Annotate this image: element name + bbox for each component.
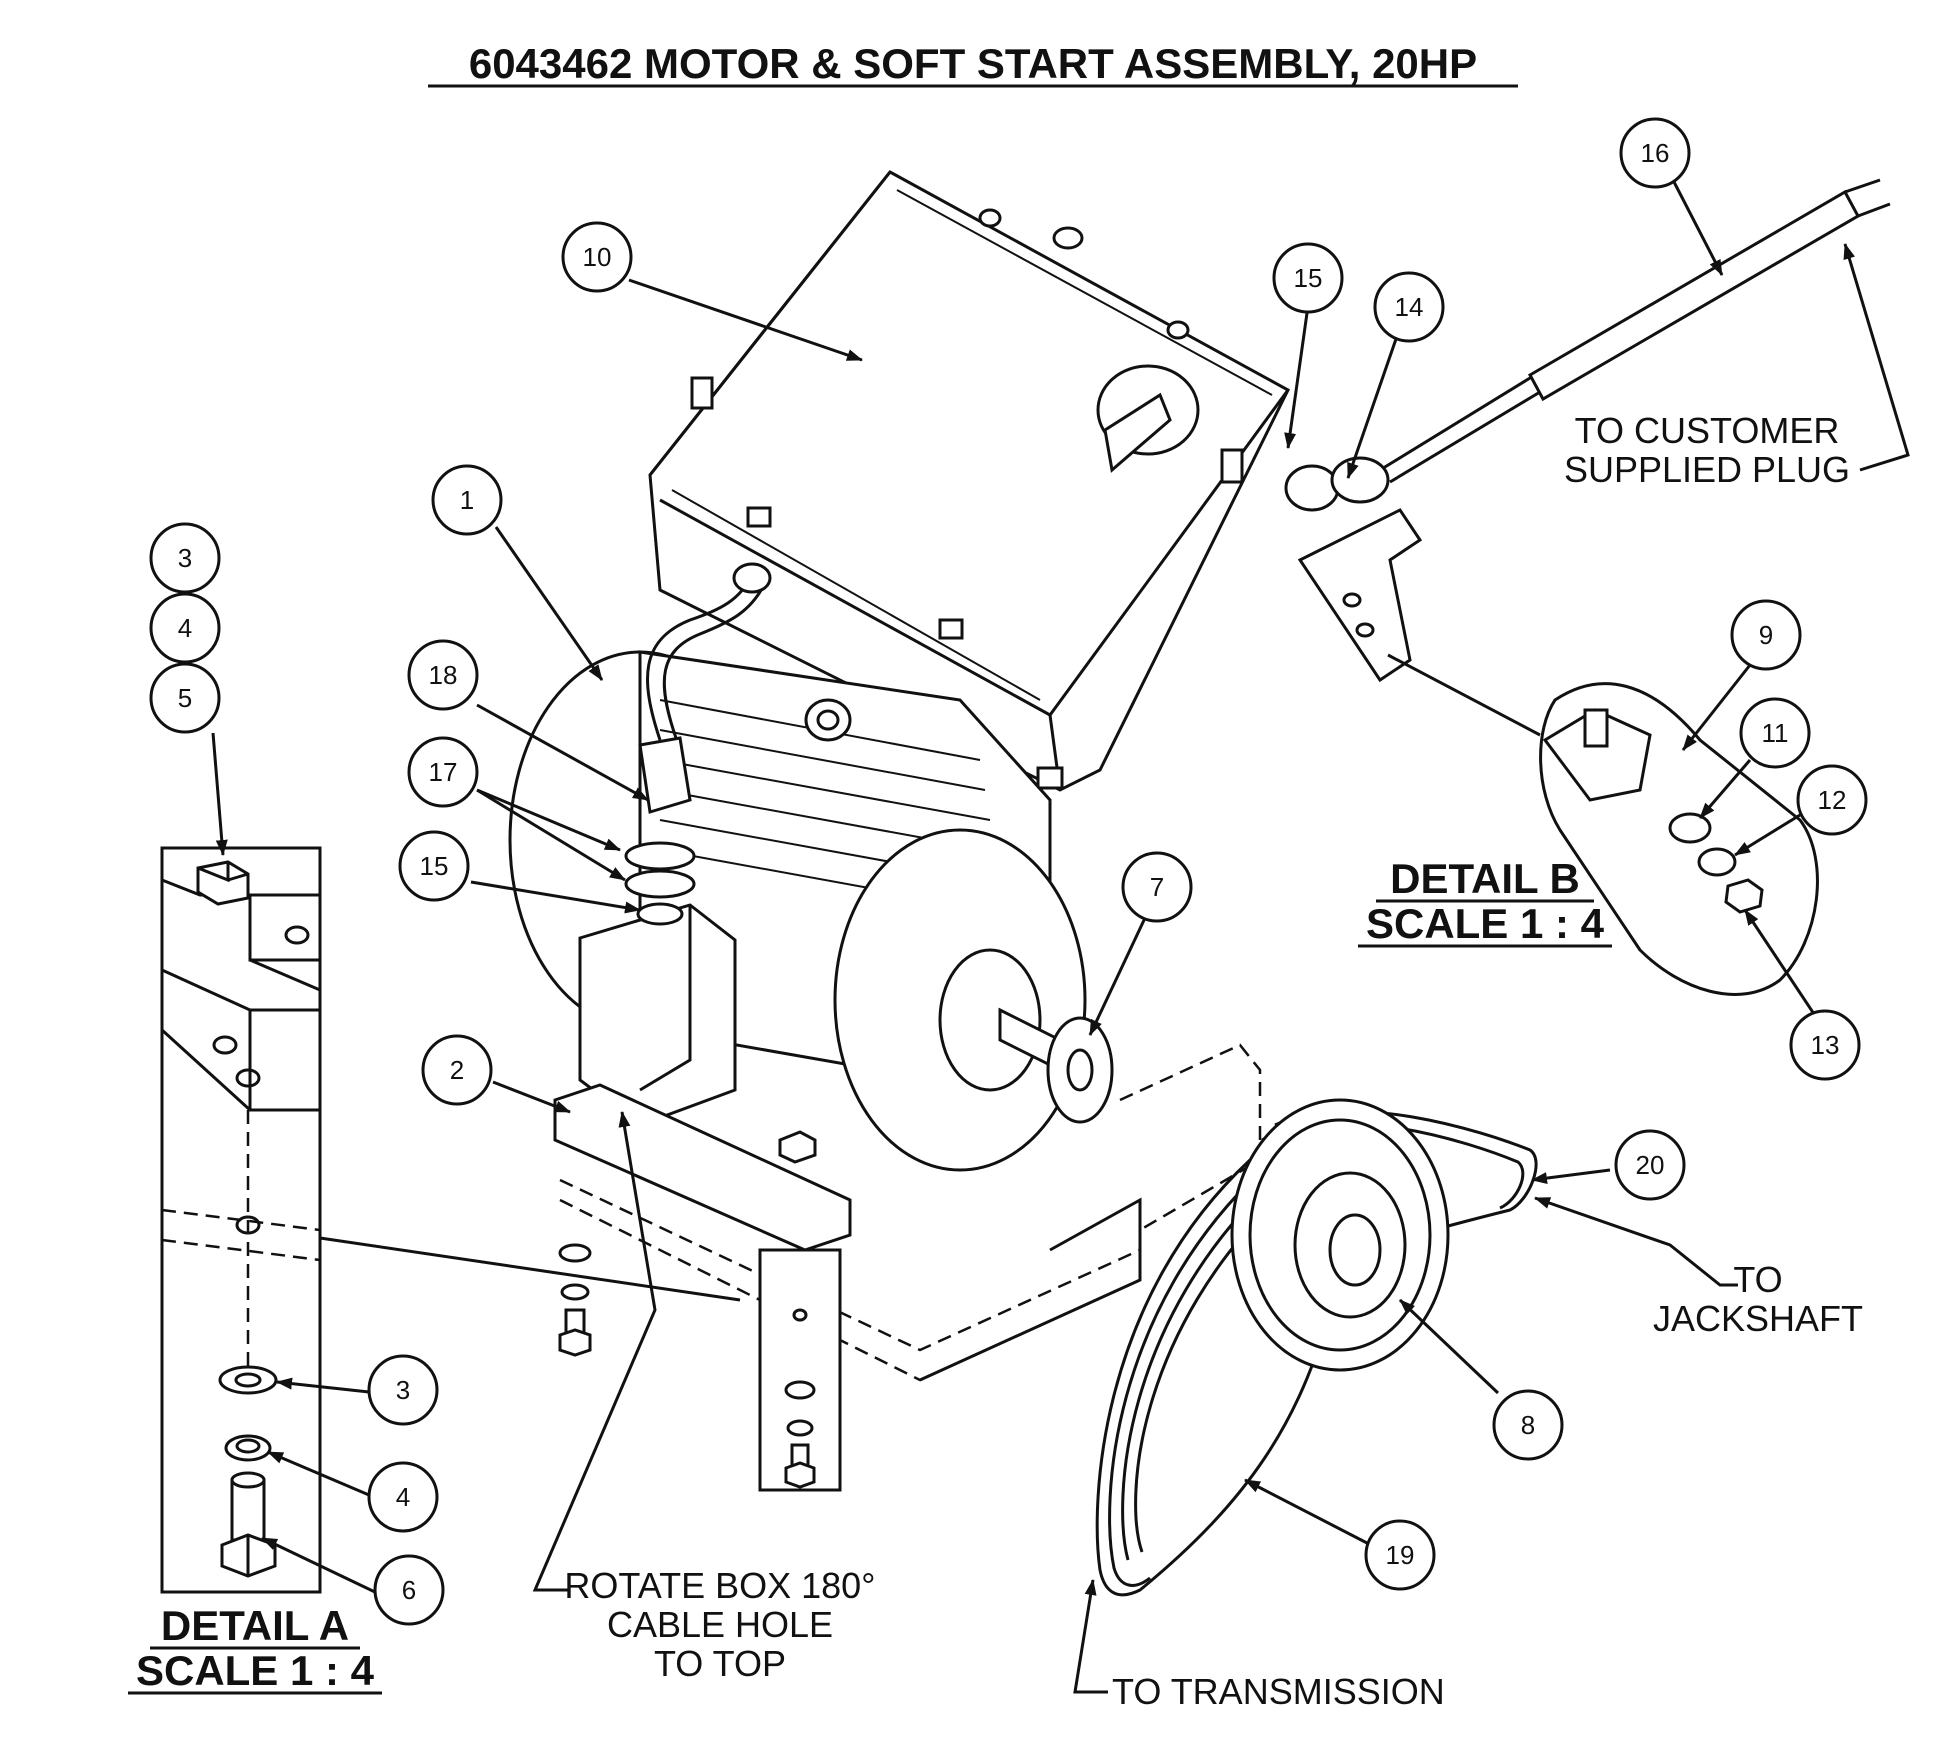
svg-text:5: 5 [178,683,192,713]
balloon-16: 16 [1619,117,1691,189]
note-customer-plug-line1: TO CUSTOMER [1575,410,1840,451]
svg-text:9: 9 [1759,620,1773,650]
detail-b-view [1387,653,1819,996]
balloon-5: 5 [149,662,221,734]
balloon-13: 13 [1789,1009,1861,1081]
svg-text:17: 17 [429,757,458,787]
svg-text:7: 7 [1150,872,1164,902]
balloon-3-top: 3 [149,522,221,594]
svg-text:3: 3 [396,1375,410,1405]
svg-text:18: 18 [429,660,458,690]
balloon-11: 11 [1739,697,1811,769]
detail-a-view [160,846,741,1594]
balloon-14: 14 [1373,271,1445,343]
balloon-12: 12 [1796,764,1868,836]
power-cable [1284,178,1891,683]
svg-text:3: 3 [178,543,192,573]
balloon-4-bottom: 4 [367,1461,439,1533]
svg-text:16: 16 [1641,138,1670,168]
balloon-8: 8 [1492,1389,1564,1461]
balloon-15-left: 15 [398,830,470,902]
svg-text:11: 11 [1762,718,1789,748]
note-rotate-line3: TO TOP [654,1643,786,1684]
balloon-17: 17 [407,736,479,808]
svg-text:8: 8 [1521,1410,1535,1440]
detail-a-scale: SCALE 1 : 4 [136,1647,375,1694]
note-rotate-line2: CABLE HOLE [607,1604,833,1645]
balloon-19: 19 [1364,1519,1436,1591]
svg-text:1: 1 [460,485,474,515]
note-jackshaft-line2: JACKSHAFT [1653,1298,1863,1339]
note-customer-plug-line2: SUPPLIED PLUG [1564,449,1850,490]
leader-lines [211,179,1910,1694]
svg-text:13: 13 [1811,1030,1840,1060]
soft-start-box [648,170,1290,792]
svg-text:6: 6 [402,1575,416,1605]
balloon-6: 6 [373,1554,445,1626]
note-rotate-line1: ROTATE BOX 180° [564,1565,875,1606]
svg-text:15: 15 [420,851,449,881]
note-jackshaft-line1: TO [1733,1259,1782,1300]
balloon-7: 7 [1121,851,1193,923]
svg-text:10: 10 [583,242,612,272]
balloon-2: 2 [421,1034,493,1106]
balloon-9: 9 [1730,599,1802,671]
electric-motor [508,562,1114,1172]
svg-text:20: 20 [1636,1150,1665,1180]
balloon-1: 1 [431,464,503,536]
detail-a-title: DETAIL A [161,1602,349,1649]
svg-text:14: 14 [1395,292,1424,322]
svg-text:12: 12 [1818,785,1847,815]
balloon-4-top: 4 [149,592,221,664]
note-transmission: TO TRANSMISSION [1112,1671,1445,1712]
balloon-3-bottom: 3 [367,1354,439,1426]
balloon-10: 10 [561,221,633,293]
detail-b-scale: SCALE 1 : 4 [1366,900,1605,947]
drawing-title: 6043462 MOTOR & SOFT START ASSEMBLY, 20H… [469,40,1477,87]
svg-text:2: 2 [450,1055,464,1085]
svg-text:15: 15 [1294,263,1323,293]
detail-b-title: DETAIL B [1390,855,1580,902]
balloon-15-top: 15 [1272,242,1344,314]
svg-text:4: 4 [178,613,192,643]
balloon-18: 18 [407,639,479,711]
drive-pulley-belts [1095,1098,1538,1597]
balloon-20: 20 [1614,1129,1686,1201]
svg-text:4: 4 [396,1482,410,1512]
svg-text:19: 19 [1386,1540,1415,1570]
